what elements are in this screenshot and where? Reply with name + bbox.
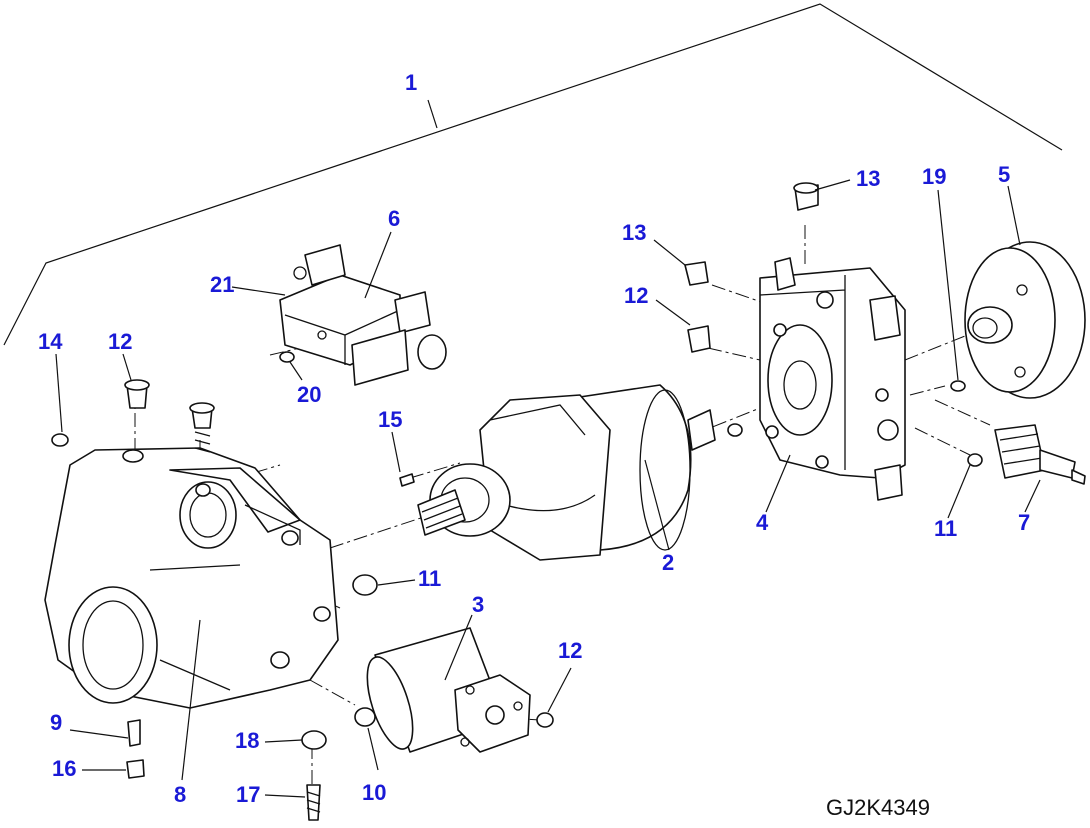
- callout-11-right: 11: [934, 516, 957, 541]
- callout-21: 21: [210, 272, 234, 297]
- servo-cylinder: [366, 627, 531, 753]
- leader-lines: [55, 179, 1041, 798]
- rotating-group: [417, 384, 716, 561]
- assembly-bracket: [3, 3, 1063, 346]
- callout-13-left: 13: [622, 220, 646, 245]
- relief-valve: [994, 424, 1086, 485]
- callout-4: 4: [756, 510, 769, 535]
- callout-19: 19: [922, 164, 946, 189]
- callout-2: 2: [662, 550, 674, 575]
- fittings: [51, 182, 983, 821]
- charge-pump: [964, 241, 1086, 399]
- callout-3: 3: [472, 592, 484, 617]
- pump-housing: [44, 447, 339, 709]
- callout-20: 20: [297, 382, 321, 407]
- callout-12-left: 12: [108, 329, 132, 354]
- callout-11-mid: 11: [418, 566, 441, 591]
- solenoid-valve: [279, 244, 447, 386]
- callouts: 1 2 3 4 5 6 7 8 9 10 11 11 12 12 12 13 1…: [38, 70, 1030, 807]
- callout-6: 6: [388, 206, 400, 231]
- callout-10: 10: [362, 780, 386, 805]
- drawing-code: GJ2K4349: [826, 795, 930, 820]
- callout-5: 5: [998, 162, 1010, 187]
- callout-14: 14: [38, 329, 63, 354]
- callout-9: 9: [50, 710, 62, 735]
- callout-1: 1: [405, 70, 417, 95]
- callout-7: 7: [1018, 510, 1030, 535]
- callout-12-mid: 12: [624, 283, 648, 308]
- callout-17: 17: [236, 782, 260, 807]
- callout-16: 16: [52, 756, 76, 781]
- callout-8: 8: [174, 782, 186, 807]
- port-block: [759, 257, 906, 501]
- callout-18: 18: [235, 728, 259, 753]
- callout-13-top: 13: [856, 166, 880, 191]
- callout-12-bottom: 12: [558, 638, 582, 663]
- callout-15: 15: [378, 407, 402, 432]
